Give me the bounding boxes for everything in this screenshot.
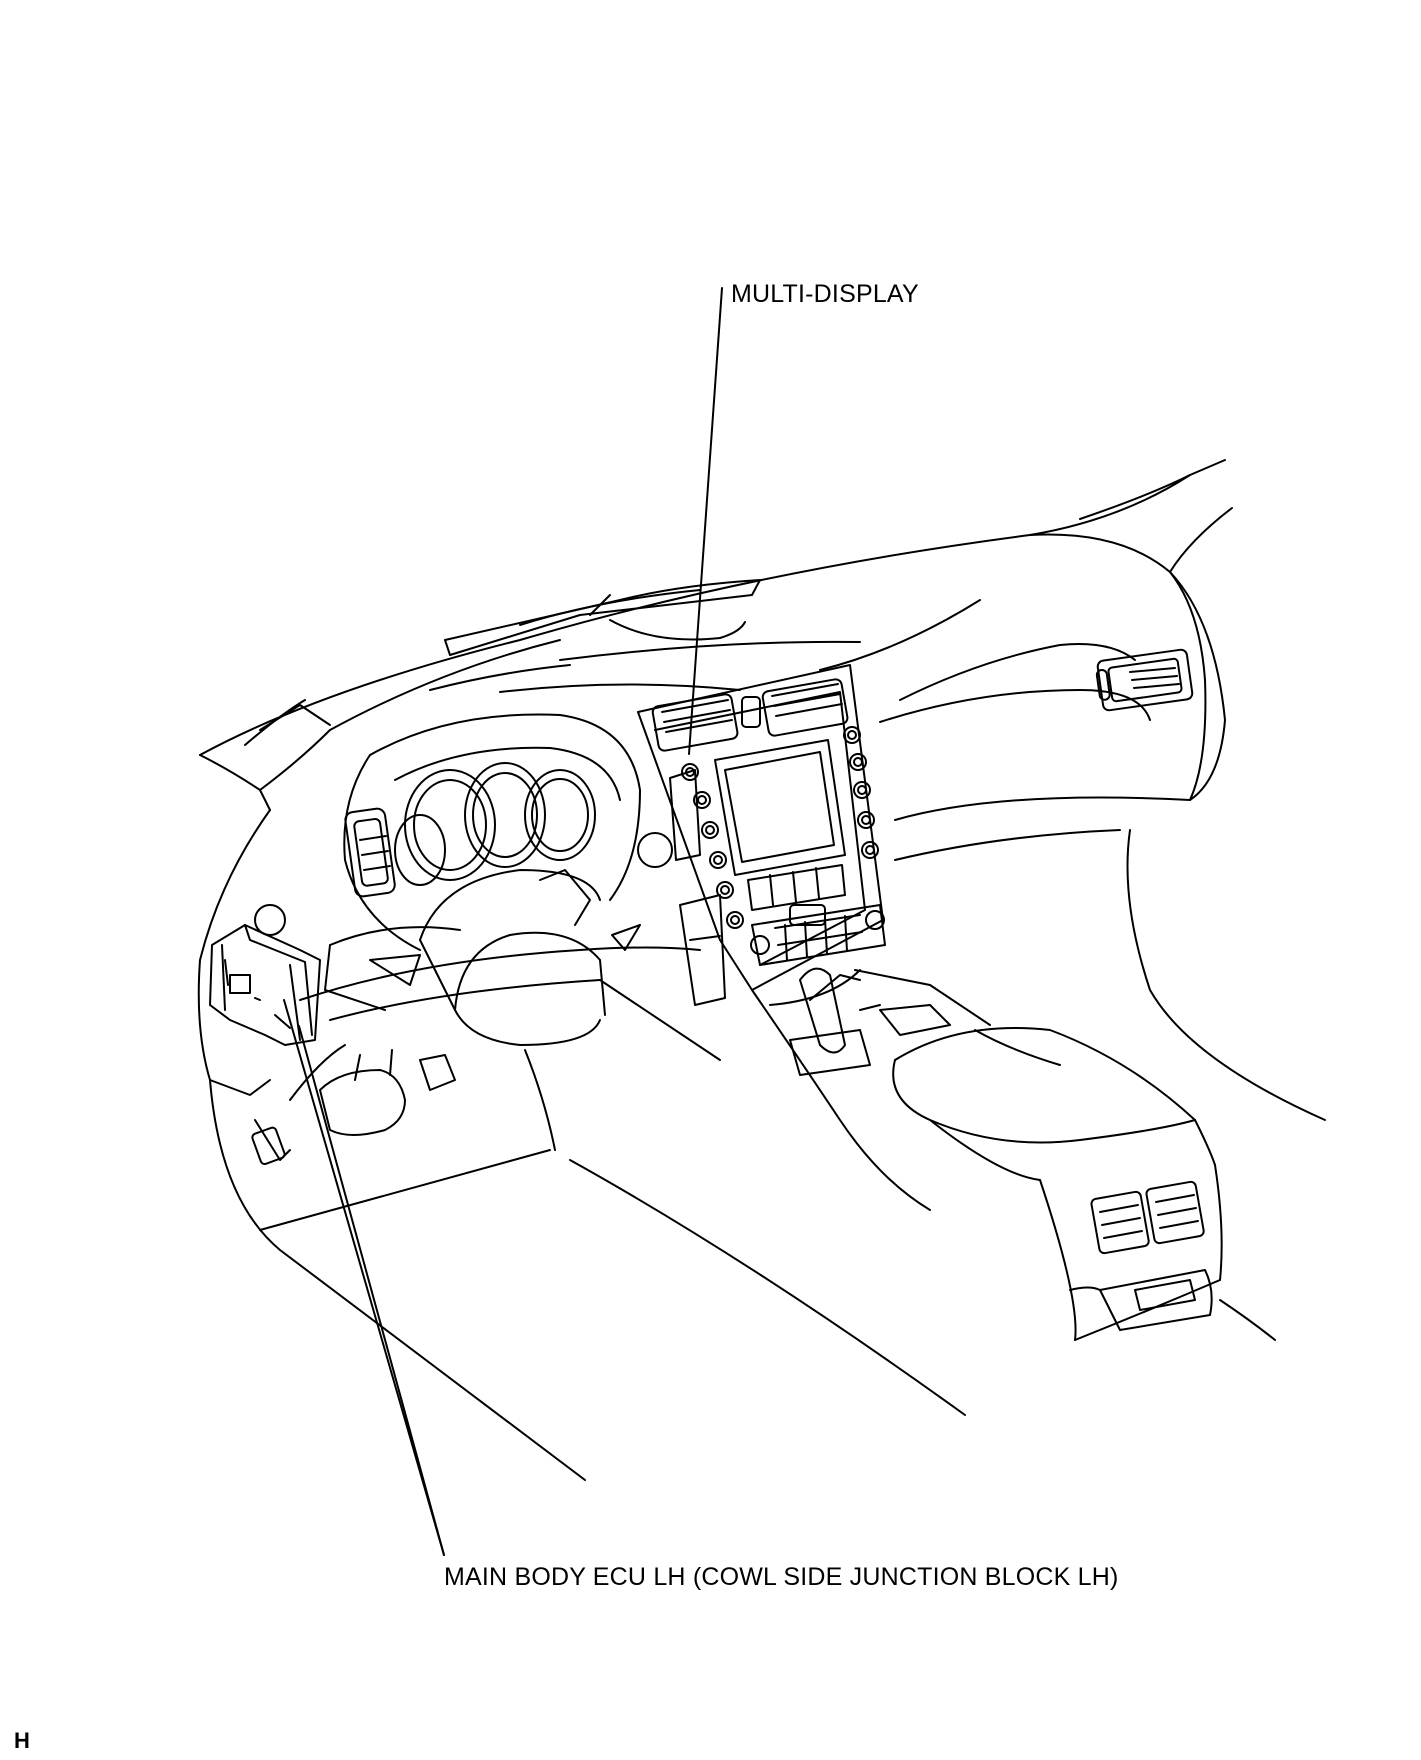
multi-display-label: MULTI-DISPLAY <box>731 280 919 308</box>
center-stack <box>637 664 886 1006</box>
center-console <box>751 967 1276 1341</box>
ecu-leader-2 <box>298 1025 445 1556</box>
main-body-ecu <box>209 904 321 1046</box>
cluster-and-steering <box>299 713 721 1061</box>
dash-right <box>879 533 1326 1121</box>
leader-lines <box>283 287 723 1556</box>
corner-mark: H <box>14 1728 31 1753</box>
main-body-ecu-label: MAIN BODY ECU LH (COWL SIDE JUNCTION BLO… <box>444 1563 1119 1591</box>
ecu-leader-1 <box>283 999 445 1556</box>
floor-lines <box>259 1049 966 1416</box>
multi-display-leader <box>688 287 723 755</box>
dash-top <box>199 459 1233 811</box>
left-side <box>197 809 586 1481</box>
